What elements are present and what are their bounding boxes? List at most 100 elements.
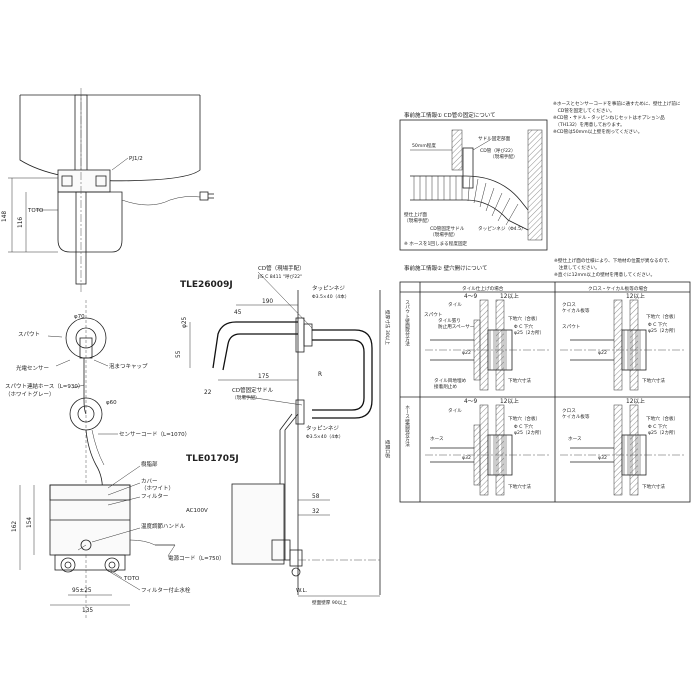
rb-phi22-tl: φ22 (462, 350, 471, 356)
rb-spout-tr: スパウト (562, 323, 580, 330)
rb-d12-bl: 12以上 (500, 397, 519, 405)
rt-cd-pipe: CD管（呼び22） (480, 147, 516, 154)
anti-dirt-cap-label: 泡まつキャップ (109, 362, 148, 370)
filter-label: フィルター (141, 492, 168, 500)
quad-cross-spout: 12以上 クロス ケイカル板等 スパウト 下地穴（合板） Φ C 下穴 φ25（… (560, 292, 686, 391)
dim-116: 116 (18, 217, 24, 228)
rb-hose-bl: ホース (430, 436, 444, 442)
vert-dim-2: 壁開口部 (384, 440, 391, 459)
rb-phi32-br: φ32 (598, 455, 607, 461)
rb-keikal-br: ケイカル板等 (562, 413, 590, 420)
rt-note-0: ※ホースとセンサーコードを事前に通すために、壁仕上げ前に (553, 100, 681, 107)
dim-154: 154 (27, 517, 33, 528)
rb-cross-br: クロス (562, 408, 576, 414)
rb-d49-tl: 4～9 (464, 294, 477, 300)
rb-phi22-tr: φ22 (598, 350, 607, 356)
rb-d12-tr: 12以上 (626, 292, 645, 300)
right-top-panel: 事前施工情報① CD管の固定について ※ホースとセンサーコードを事前に通すために… (399, 100, 681, 251)
tapping-screw-2-spec: Φ3.5×40（4本） (306, 433, 343, 440)
rb-tile-bond: タイル張り (438, 317, 461, 324)
rt-saddle-fixed-sub: （現場手配） (430, 231, 458, 238)
rb-row-bottom: ホース壁面取付方法 (405, 405, 410, 448)
quad-tile-hose: 4～9 12以上 タイル ホース 下地穴（合板） Φ C 下穴 φ25（2カ所）… (425, 397, 550, 496)
dim-135: 135 (82, 608, 93, 614)
rt-note-1: CD管を固定してください。 (553, 107, 615, 114)
rt-note-3: （TH132）を用意しております。 (553, 121, 625, 128)
rb-tile-bl: タイル (448, 407, 462, 414)
spout-label: スパウト (18, 330, 40, 338)
dim-95: 95±25 (72, 588, 92, 594)
rb-note-0: ※壁仕上げ面の仕様により、下地材の位置が異なるので、 (554, 257, 672, 264)
rt-note-2: ※CD管・サドル・タッピンねじセットはオプション品 (553, 114, 665, 121)
dim-22: 22 (204, 390, 212, 396)
sensor-cord-label: センサーコード（L=1070） (119, 431, 190, 438)
rb-fixed-size-br: 下地穴寸法 (642, 483, 665, 490)
tapping-screw-1: タッピンネジ (312, 284, 345, 292)
rb-notes: ※壁仕上げ面の仕様により、下地材の位置が異なるので、 注意してください。 ※直ぐ… (554, 257, 672, 278)
rb-col-right: クロス・ケイカル板等の場合 (588, 285, 648, 292)
control-model-label: TLE01705J (186, 454, 239, 464)
dim-32: 32 (312, 509, 320, 515)
saddle-note-2: （現場手配） (232, 394, 260, 401)
rt-dim-50: 50mm程度 (412, 142, 436, 149)
rt-screw-note: ※ ホースを1回しまる程度固定 (404, 240, 468, 247)
rb-under-hole-tr: 下地穴（合板） (646, 313, 678, 320)
control-body-label: 樹脂部 (141, 460, 158, 468)
rb-phi-c2-tr: φ25（2カ所） (648, 327, 678, 334)
dim-r: R (318, 372, 322, 378)
dim-45: 45 (234, 310, 242, 316)
pipe-label: PJ1/2 (129, 156, 143, 162)
rb-note-1: 注意してください。 (554, 264, 600, 271)
rb-phi-c-br: Φ C 下穴 (648, 423, 667, 430)
rb-fixed-size-tr: 下地穴寸法 (642, 377, 665, 384)
phi60-label: φ60 (106, 400, 117, 406)
rb-hose-br: ホース (568, 436, 582, 442)
cover-label: カバー (141, 478, 158, 485)
hose-color-label: （ホワイトグレー） (5, 390, 55, 398)
rt-wall-finish: 壁仕上げ面 (404, 211, 427, 218)
rb-phi-c-tl: Φ C 下穴 (514, 323, 533, 330)
side-view: スパウト φ70 光電センサー 泡まつキャップ スパウト連結ホース（L=930）… (5, 300, 225, 620)
rb-spout-tl: スパウト (424, 311, 442, 318)
filter-valve-label: フィルター付止水栓 (141, 586, 191, 594)
dim-190: 190 (262, 299, 273, 305)
phi25-label: φ25 (182, 316, 188, 328)
rt-title: 事前施工情報① CD管の固定について (404, 111, 496, 119)
dim-162: 162 (12, 521, 18, 532)
rb-sealant: 接着剤止め (434, 383, 457, 390)
dim-148: 148 (2, 211, 8, 222)
saddle-note-1: CD管固定サドル (232, 386, 274, 394)
rt-cd-pipe-sub: （現場手配） (490, 153, 518, 160)
middle-view: TLE26009J TLE01705J 190 45 φ25 55 175 22… (176, 264, 391, 606)
quad-cross-hose: 12以上 クロス ケイカル板等 ホース 下地穴（合板） Φ C 下穴 φ25（2… (560, 397, 686, 496)
rb-tile-tl: タイル (448, 301, 462, 308)
rb-cross-tr: クロス (562, 302, 576, 308)
tapping-screw-2: タッピンネジ (306, 424, 339, 432)
cd-pipe-note-2: JIS C 8411 "呼び22" (257, 273, 302, 280)
top-view: PJ1/2 TOTO 148 116 (2, 88, 214, 292)
rt-note-4: ※CD管は50mm以上壁を削ってください。 (553, 128, 642, 135)
rb-under-hole-br: 下地穴（合板） (646, 415, 678, 422)
toto-logo-label: TOTO (123, 576, 140, 582)
rb-phi-c2-tl: φ25（2カ所） (514, 329, 544, 336)
rb-phi-c2-bl: φ25（2カ所） (514, 429, 544, 436)
tapping-screw-1-spec: Φ3.5×40（4本） (312, 293, 349, 300)
rt-notes: ※ホースとセンサーコードを事前に通すために、壁仕上げ前に CD管を固定してくださ… (553, 100, 681, 135)
vert-dim: 壁厚寸法 30以上 (384, 310, 391, 345)
rt-saddle: サドル固定部面 (478, 135, 511, 142)
wall-note: 壁面壁厚 90以上 (312, 599, 347, 606)
ac100v-label: AC100V (186, 508, 208, 514)
phi70-label: φ70 (74, 314, 85, 320)
dim-58: 58 (312, 494, 320, 500)
top-nut-label: TOTO (27, 208, 44, 214)
rb-col-left: タイル仕上げの場合 (462, 285, 504, 292)
rb-phi-c-tr: Φ C 下穴 (648, 321, 667, 328)
wl-label: W.L. (296, 588, 308, 594)
sensor-label: 光電センサー (16, 364, 49, 372)
rb-row-top: スパウト壁面取付方法 (405, 300, 410, 347)
rb-phi-c2-br: φ25（2カ所） (648, 429, 678, 436)
dim-175: 175 (258, 374, 269, 380)
dim-55: 55 (176, 350, 182, 358)
quad-tile-spout: 4～9 12以上 スパウト タイル タイル張り 防止用スペーサー 下地穴（合板）… (424, 292, 550, 391)
